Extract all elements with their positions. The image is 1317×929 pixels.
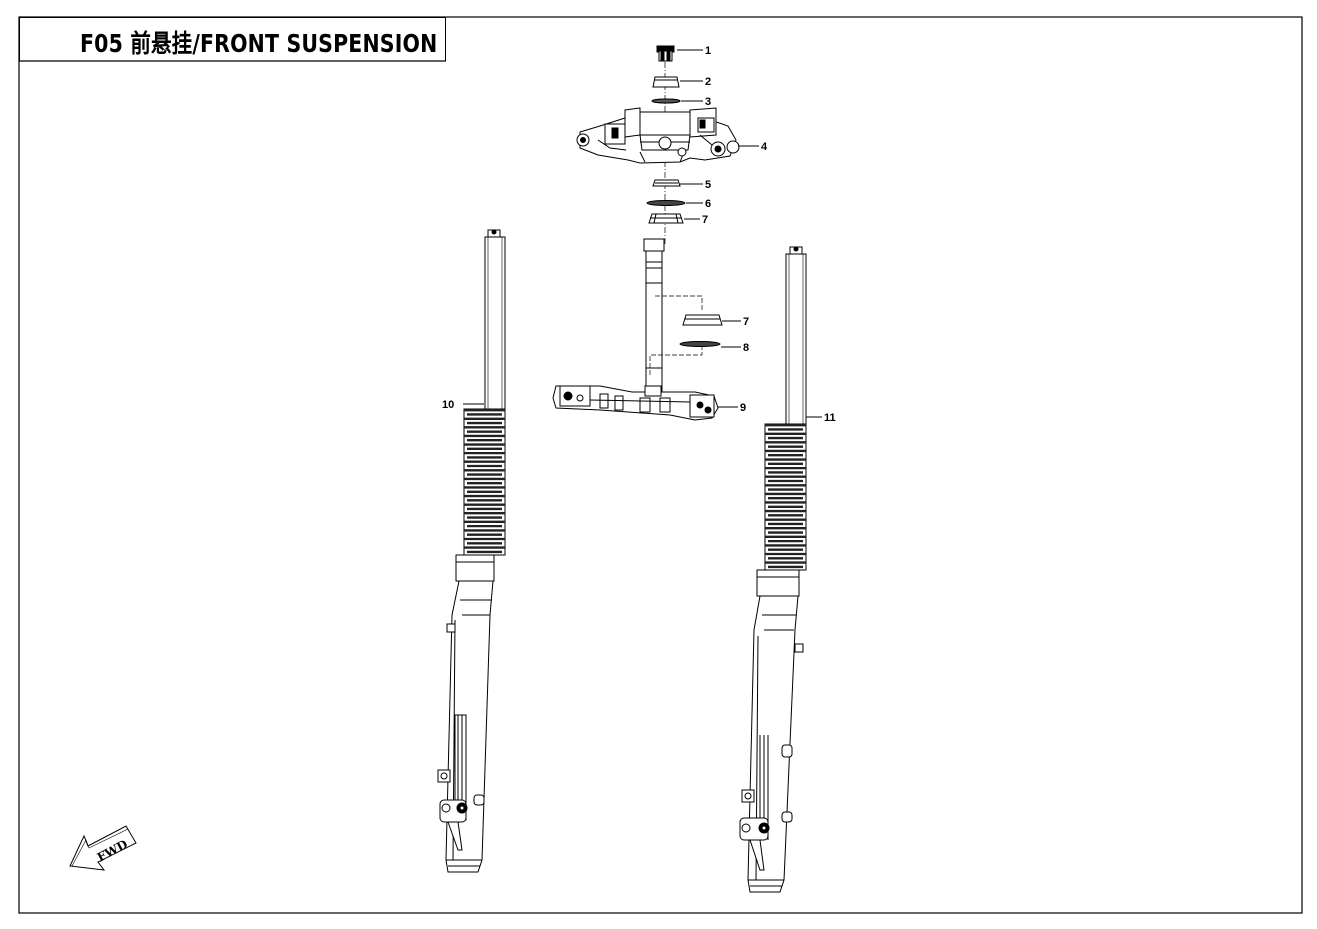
- upper-triple-clamp: [576, 107, 740, 164]
- dust-seal: [646, 200, 686, 206]
- callout-4: 4: [761, 141, 768, 153]
- stem-nut: [656, 45, 675, 62]
- callout-2: 2: [705, 76, 711, 88]
- border-frame: [18, 16, 1303, 914]
- callout-5: 5: [705, 179, 711, 191]
- callout-1: 1: [705, 45, 711, 57]
- callout-labels: 1 2 3 4 5 6 7 7 8 9 10 11: [442, 45, 836, 424]
- callout-7-upper: 7: [702, 214, 708, 226]
- callout-11: 11: [824, 412, 836, 424]
- lower-triple-clamp: [552, 385, 719, 421]
- left-fork-boot: [464, 409, 505, 554]
- upper-bearing-race: [652, 179, 681, 187]
- callout-3: 3: [705, 96, 711, 108]
- callout-8: 8: [743, 342, 749, 354]
- lower-dust-seal: [679, 341, 721, 347]
- fwd-arrow-icon: FWD: [69, 825, 137, 871]
- callout-7-lower: 7: [743, 316, 749, 328]
- stem-washer: [652, 76, 680, 88]
- callout-6: 6: [705, 198, 711, 210]
- right-fork-boot: [765, 424, 806, 569]
- lower-bearing: [682, 314, 723, 326]
- right-fork-assembly: [739, 246, 822, 893]
- steering-stem-assembly: [552, 45, 759, 421]
- title-box: F05 前悬挂/FRONT SUSPENSION: [19, 17, 446, 61]
- upper-bearing: [648, 213, 684, 224]
- callout-9: 9: [740, 402, 746, 414]
- diagram-title: F05 前悬挂/FRONT SUSPENSION: [80, 29, 438, 58]
- callout-10: 10: [442, 399, 454, 411]
- left-fork-assembly: [437, 229, 506, 873]
- lock-ring: [651, 98, 681, 104]
- steering-stem-shaft: [643, 238, 665, 392]
